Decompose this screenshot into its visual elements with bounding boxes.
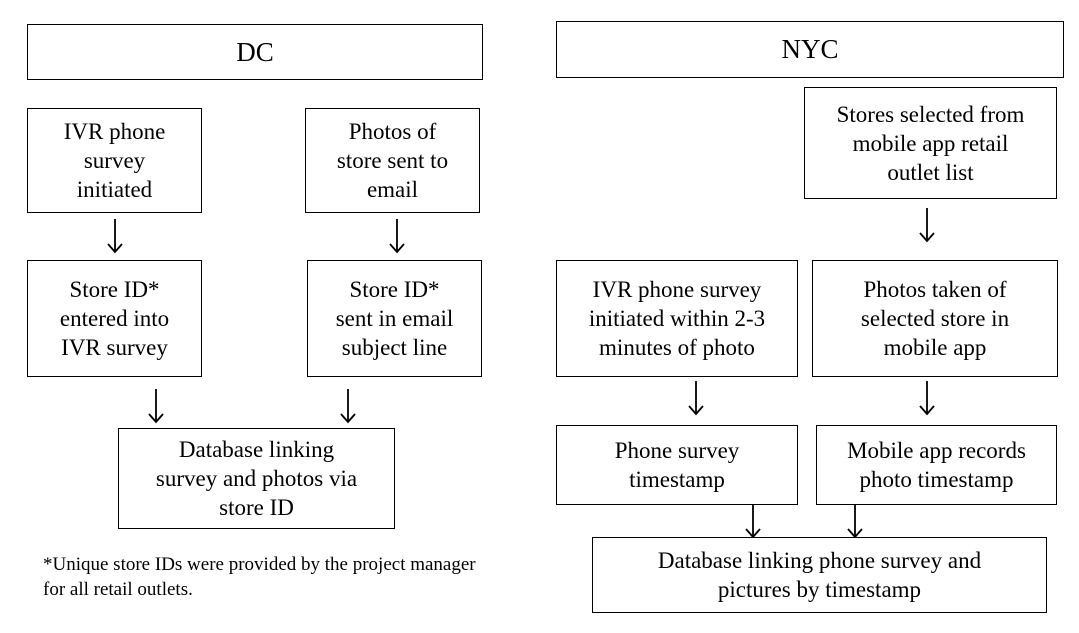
dc-storeid-email-box: Store ID* sent in email subject line [307, 260, 482, 377]
nyc-arrow-down-icon [919, 208, 935, 243]
nyc-photos-taken-box: Photos taken of selected store in mobile… [812, 260, 1058, 377]
dc-arrow-down-icon [389, 219, 405, 254]
nyc-arrow-down-icon [847, 504, 863, 539]
dc-arrow-down-icon [148, 389, 164, 424]
dc-database-box: Database linking survey and photos via s… [118, 428, 395, 529]
dc-ivr-survey-box: IVR phone survey initiated [27, 108, 202, 213]
nyc-database-box: Database linking phone survey and pictur… [592, 537, 1047, 613]
nyc-arrow-down-icon [919, 381, 935, 416]
nyc-arrow-down-icon [745, 504, 761, 539]
dc-photos-email-box: Photos of store sent to email [305, 108, 480, 213]
dc-storeid-ivr-box: Store ID* entered into IVR survey [27, 260, 202, 377]
nyc-phone-timestamp-box: Phone survey timestamp [556, 425, 798, 505]
dc-arrow-down-icon [340, 389, 356, 424]
nyc-stores-selected-box: Stores selected from mobile app retail o… [804, 87, 1057, 199]
nyc-title: NYC [556, 21, 1064, 78]
dc-footnote: *Unique store IDs were provided by the p… [43, 554, 476, 600]
nyc-arrow-down-icon [688, 381, 704, 416]
nyc-ivr-survey-box: IVR phone survey initiated within 2-3 mi… [556, 260, 798, 377]
dc-title: DC [27, 24, 483, 80]
dc-arrow-down-icon [107, 219, 123, 254]
nyc-app-timestamp-box: Mobile app records photo timestamp [816, 425, 1057, 505]
